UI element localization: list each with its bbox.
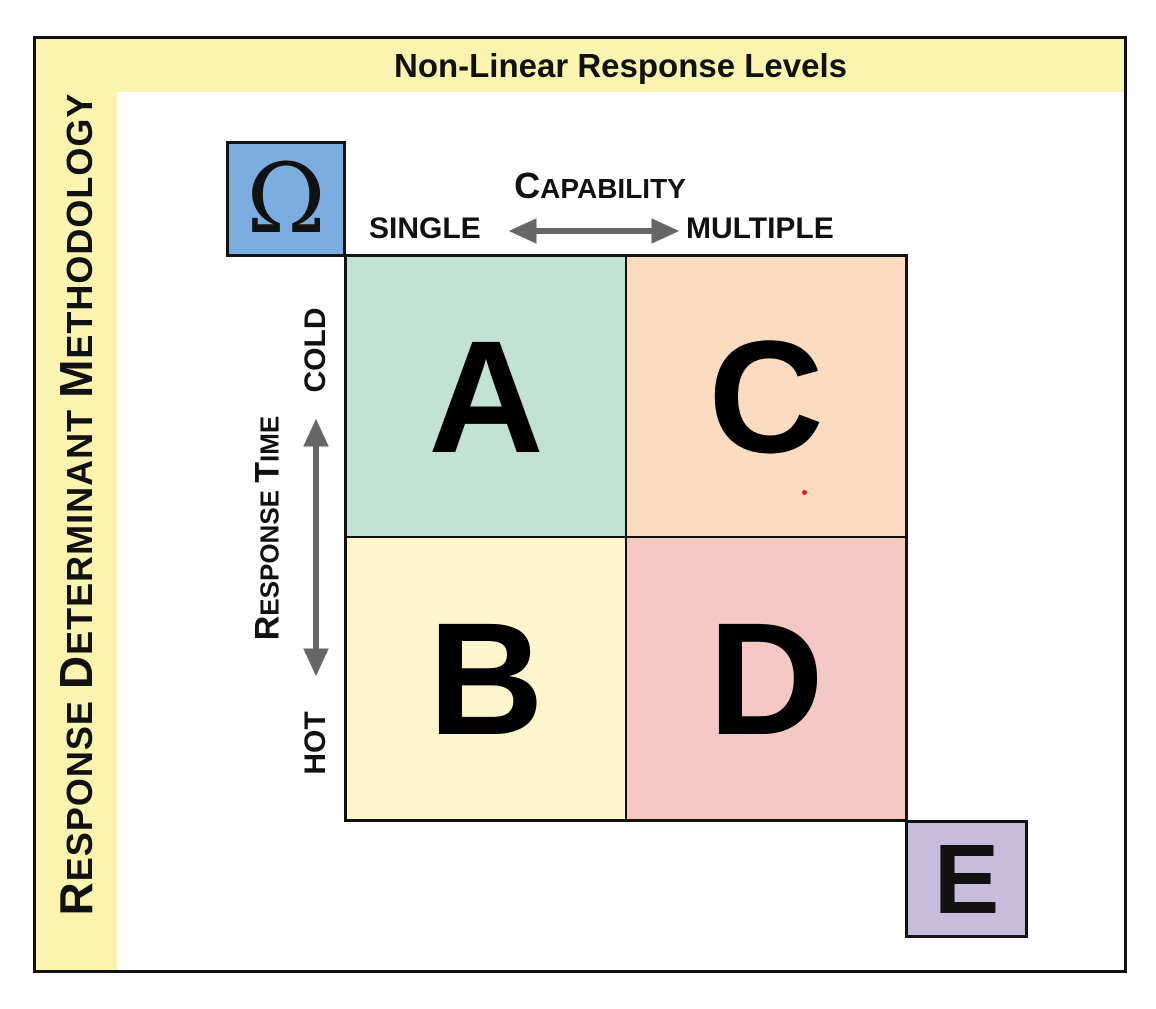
red-dot-mark bbox=[802, 490, 807, 495]
single-label: SINGLE bbox=[369, 212, 481, 245]
top-band: Non-Linear Response Levels bbox=[117, 39, 1124, 92]
quadrant-grid: A C B D bbox=[344, 254, 908, 822]
capability-label: CAPABILITY bbox=[514, 165, 686, 207]
diagram-title: Non-Linear Response Levels bbox=[394, 46, 847, 84]
quadrant-letter: B bbox=[428, 588, 544, 768]
quadrant-letter: C bbox=[708, 306, 824, 486]
response-time-arrow-down-head bbox=[303, 648, 329, 677]
response-time-arrow bbox=[303, 418, 329, 677]
omega-symbol: Ω bbox=[246, 143, 326, 255]
quadrant-letter: A bbox=[428, 306, 544, 486]
multiple-label: MULTIPLE bbox=[686, 212, 834, 245]
diagram-frame bbox=[33, 36, 1127, 973]
response-time-arrow-up-head bbox=[303, 418, 329, 447]
capability-label-part: APABILITY bbox=[540, 173, 686, 204]
omega-box: Ω bbox=[226, 141, 346, 257]
capability-arrow bbox=[508, 218, 680, 244]
capability-arrow-left-head bbox=[508, 218, 537, 244]
left-band bbox=[36, 39, 117, 970]
quadrant-b: B bbox=[347, 538, 627, 819]
quadrant-c: C bbox=[627, 257, 905, 538]
e-letter: E bbox=[933, 824, 1000, 934]
capability-label-part: C bbox=[514, 165, 541, 206]
quadrant-letter: D bbox=[708, 588, 824, 768]
e-box: E bbox=[905, 820, 1028, 938]
quadrant-d: D bbox=[627, 538, 905, 819]
capability-arrow-right-head bbox=[651, 218, 680, 244]
quadrant-a: A bbox=[347, 257, 627, 538]
